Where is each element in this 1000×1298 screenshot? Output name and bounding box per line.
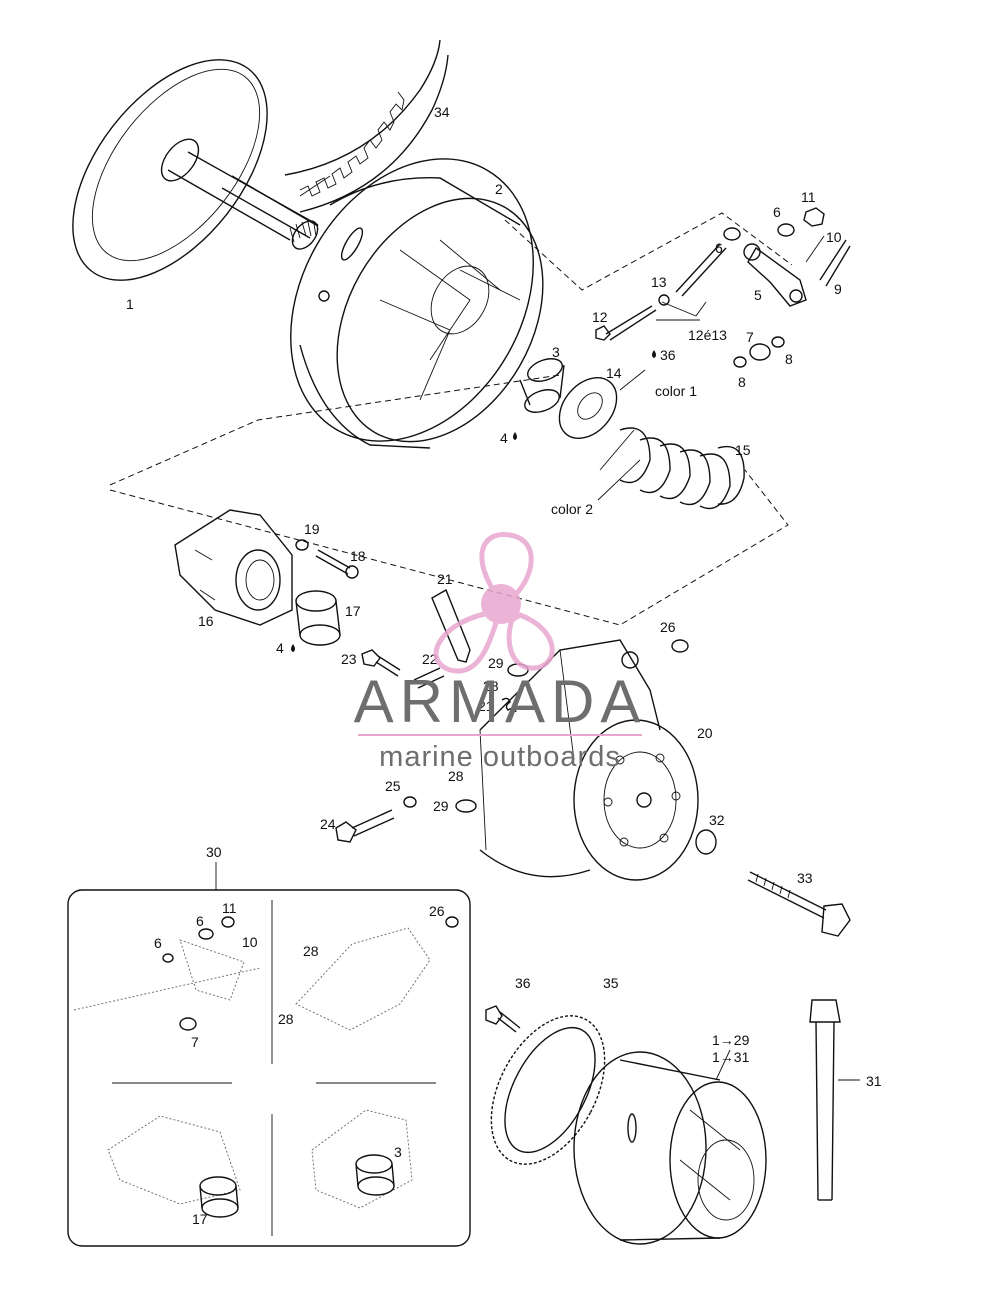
kit-callout-6: 6 <box>154 935 162 951</box>
governor-cup-20 <box>479 639 699 881</box>
callout-6: 6 <box>773 204 781 220</box>
nut-26 <box>671 639 689 653</box>
screw-18 <box>295 539 359 579</box>
callout-4: 4 <box>500 430 508 446</box>
callout-12e13: 12é13 <box>688 327 727 343</box>
assembly-outline-top <box>504 212 793 291</box>
callout-color-2: color 2 <box>551 501 593 517</box>
callout-32: 32 <box>709 812 725 828</box>
kit-callout-17: 17 <box>192 1211 208 1227</box>
kit-callout-10: 10 <box>242 934 258 950</box>
callout-1-to-31: 1→31 <box>712 1049 750 1065</box>
kit-30-box <box>67 889 471 1247</box>
callout-21: 21 <box>478 698 494 714</box>
callout-labels: 1 2 3 4 4 5 6 6 7 8 8 9 10 11 12 13 12é1… <box>126 104 882 1227</box>
callout-35: 35 <box>603 975 619 991</box>
callout-color-1: color 1 <box>655 383 697 399</box>
callout-30: 30 <box>206 844 222 860</box>
callout-29: 29 <box>433 798 449 814</box>
callout-3: 3 <box>552 344 560 360</box>
bolt-36 <box>485 1005 521 1033</box>
callout-14: 14 <box>606 365 622 381</box>
callout-8: 8 <box>785 351 793 367</box>
callout-26: 26 <box>660 619 676 635</box>
callout-15: 15 <box>735 442 751 458</box>
arm-21 <box>431 588 471 663</box>
propeller-logo-icon <box>433 531 555 674</box>
cam-housing-16 <box>174 509 293 626</box>
callout-20: 20 <box>697 725 713 741</box>
kit-callout-28: 28 <box>278 1011 294 1027</box>
pin-22 <box>413 667 445 689</box>
roller-29b <box>455 799 477 813</box>
assembled-clutch <box>573 1049 767 1245</box>
callout-4: 4 <box>276 640 284 656</box>
callout-13: 13 <box>651 274 667 290</box>
callout-18: 18 <box>350 548 366 564</box>
callout-34: 34 <box>434 104 450 120</box>
callout-28: 28 <box>448 768 464 784</box>
kit-callout-6: 6 <box>196 913 204 929</box>
watermark-brand: ARMADA <box>354 668 647 735</box>
callout-36: 36 <box>515 975 531 991</box>
watermark-tagline: marine outboards <box>379 741 621 773</box>
kit-callout-11: 11 <box>222 900 237 916</box>
bushing-17 <box>295 590 341 646</box>
callout-6: 6 <box>715 240 723 256</box>
callout-33: 33 <box>797 870 813 886</box>
callout-2: 2 <box>495 181 503 197</box>
spring-15 <box>619 427 745 510</box>
assembly-outline-mid <box>109 374 789 626</box>
ring-gear-35 <box>490 1015 606 1165</box>
callout-28: 28 <box>483 678 499 694</box>
linkage-group <box>595 207 851 368</box>
callout-36: 36 <box>660 347 676 363</box>
bolt-23 <box>361 649 401 677</box>
callout-31: 31 <box>866 1073 882 1089</box>
callout-7: 7 <box>746 329 754 345</box>
callout-19: 19 <box>304 521 320 537</box>
armada-watermark: ARMADA marine outboards <box>354 531 647 773</box>
bolt-holes <box>603 753 681 847</box>
leader-lines <box>299 175 707 501</box>
callout-5: 5 <box>754 287 762 303</box>
callout-11: 11 <box>801 189 816 205</box>
callout-24: 24 <box>320 816 336 832</box>
kit-callout-26: 26 <box>429 903 445 919</box>
long-bolt-31 <box>809 999 860 1201</box>
kit-callout-28: 28 <box>303 943 319 959</box>
kit-callout-3: 3 <box>394 1144 402 1160</box>
bolt-33 <box>747 871 851 937</box>
callout-23: 23 <box>341 651 357 667</box>
callout-17: 17 <box>345 603 361 619</box>
bolt-24 <box>335 809 395 843</box>
drive-belt <box>284 39 449 213</box>
fixed-sheave <box>72 59 319 281</box>
washer-14 <box>558 377 618 439</box>
spring-27 <box>501 697 517 713</box>
grease-drop-icon <box>291 350 656 652</box>
kit-30-sketches <box>73 916 459 1218</box>
washer-32 <box>695 829 717 855</box>
callout-1-to-29: 1→29 <box>712 1032 750 1048</box>
movable-sheave <box>290 158 544 449</box>
callout-16: 16 <box>198 613 214 629</box>
callout-8: 8 <box>738 374 746 390</box>
callout-1: 1 <box>126 296 134 312</box>
callout-21: 21 <box>437 571 453 587</box>
kit-callout-7: 7 <box>191 1034 199 1050</box>
callout-12: 12 <box>592 309 608 325</box>
callout-25: 25 <box>385 778 401 794</box>
washer-25 <box>403 796 417 808</box>
callout-10: 10 <box>826 229 842 245</box>
bushing-3 <box>519 358 565 413</box>
callout-9: 9 <box>834 281 842 297</box>
callout-29: 29 <box>488 655 504 671</box>
